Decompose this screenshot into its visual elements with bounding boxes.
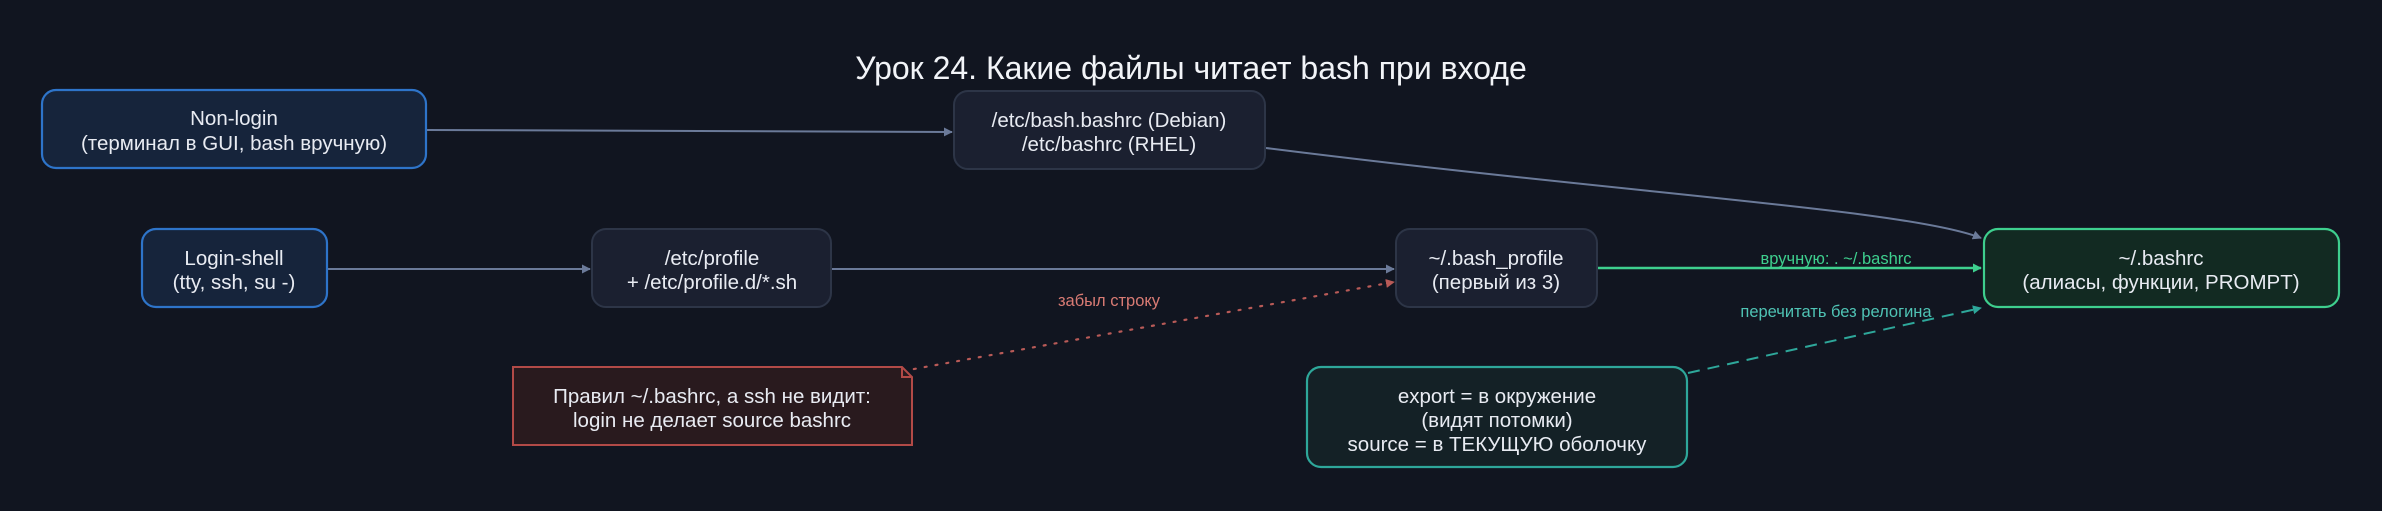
node-user-bashrc-title: ~/.bashrc — [2119, 247, 2204, 270]
node-global-bashrc-debian: /etc/bash.bashrc (Debian) — [992, 109, 1227, 132]
warning-note-line2: login не делает source bashrc — [573, 409, 851, 432]
diagram-title: Урок 24. Какие файлы читает bash при вхо… — [855, 50, 1527, 86]
export-source-note-line1: export = в окружение — [1398, 385, 1596, 408]
edge-label-manual-source: вручную: . ~/.bashrc — [1760, 250, 1911, 268]
node-global-bashrc: /etc/bash.bashrc (Debian) /etc/bashrc (R… — [953, 90, 1266, 170]
node-etc-profile: /etc/profile + /etc/profile.d/*.sh — [591, 228, 832, 308]
warning-note-fold — [901, 367, 912, 378]
node-etc-profile-title: /etc/profile — [665, 247, 760, 270]
node-bash-profile-title: ~/.bash_profile — [1428, 247, 1563, 270]
node-nonlogin-subtitle: (терминал в GUI, bash вручную) — [81, 132, 387, 155]
node-login-shell-box — [140, 227, 329, 309]
node-login-shell-title: Login-shell — [184, 247, 283, 270]
warning-note-line1: Правил ~/.bashrc, а ssh не видит: — [553, 385, 871, 408]
export-source-note-box — [1305, 365, 1689, 469]
export-source-note-line2: (видят потомки) — [1421, 409, 1572, 432]
node-nonlogin-title: Non-login — [190, 107, 278, 130]
node-user-bashrc: ~/.bashrc (алиасы, функции, PROMPT) — [1982, 227, 2341, 309]
edge-export-note-to-user-bashrc — [1687, 305, 1982, 374]
export-source-note: export = в окружение (видят потомки) sou… — [1305, 365, 1689, 469]
node-login-shell-subtitle: (tty, ssh, su -) — [173, 271, 296, 294]
node-etc-profile-subtitle: + /etc/profile.d/*.sh — [627, 271, 797, 294]
edge-label-reread: перечитать без релогина — [1740, 303, 1932, 321]
node-bash-profile-subtitle: (первый из 3) — [1432, 271, 1560, 294]
edge-label-forgot-line: забыл строку — [1058, 292, 1161, 310]
node-nonlogin: Non-login (терминал в GUI, bash вручную) — [40, 88, 428, 170]
edge-nonlogin-to-global-bashrc — [426, 127, 953, 137]
node-bash-profile: ~/.bash_profile (первый из 3) — [1395, 228, 1598, 308]
node-global-bashrc-rhel: /etc/bashrc (RHEL) — [1022, 133, 1196, 156]
node-global-bashrc-box — [953, 90, 1266, 170]
node-etc-profile-box — [591, 228, 832, 308]
node-nonlogin-box — [40, 88, 428, 170]
node-user-bashrc-box — [1982, 227, 2341, 309]
warning-note-box — [512, 366, 913, 446]
node-user-bashrc-subtitle: (алиасы, функции, PROMPT) — [2022, 271, 2299, 294]
node-login-shell: Login-shell (tty, ssh, su -) — [140, 227, 329, 309]
node-bash-profile-box — [1395, 228, 1598, 308]
edge-global-bashrc-to-user-bashrc — [1265, 147, 1982, 240]
export-source-note-line3: source = в ТЕКУЩУЮ оболочку — [1348, 433, 1648, 456]
warning-note: Правил ~/.bashrc, а ssh не видит: login … — [512, 366, 913, 446]
